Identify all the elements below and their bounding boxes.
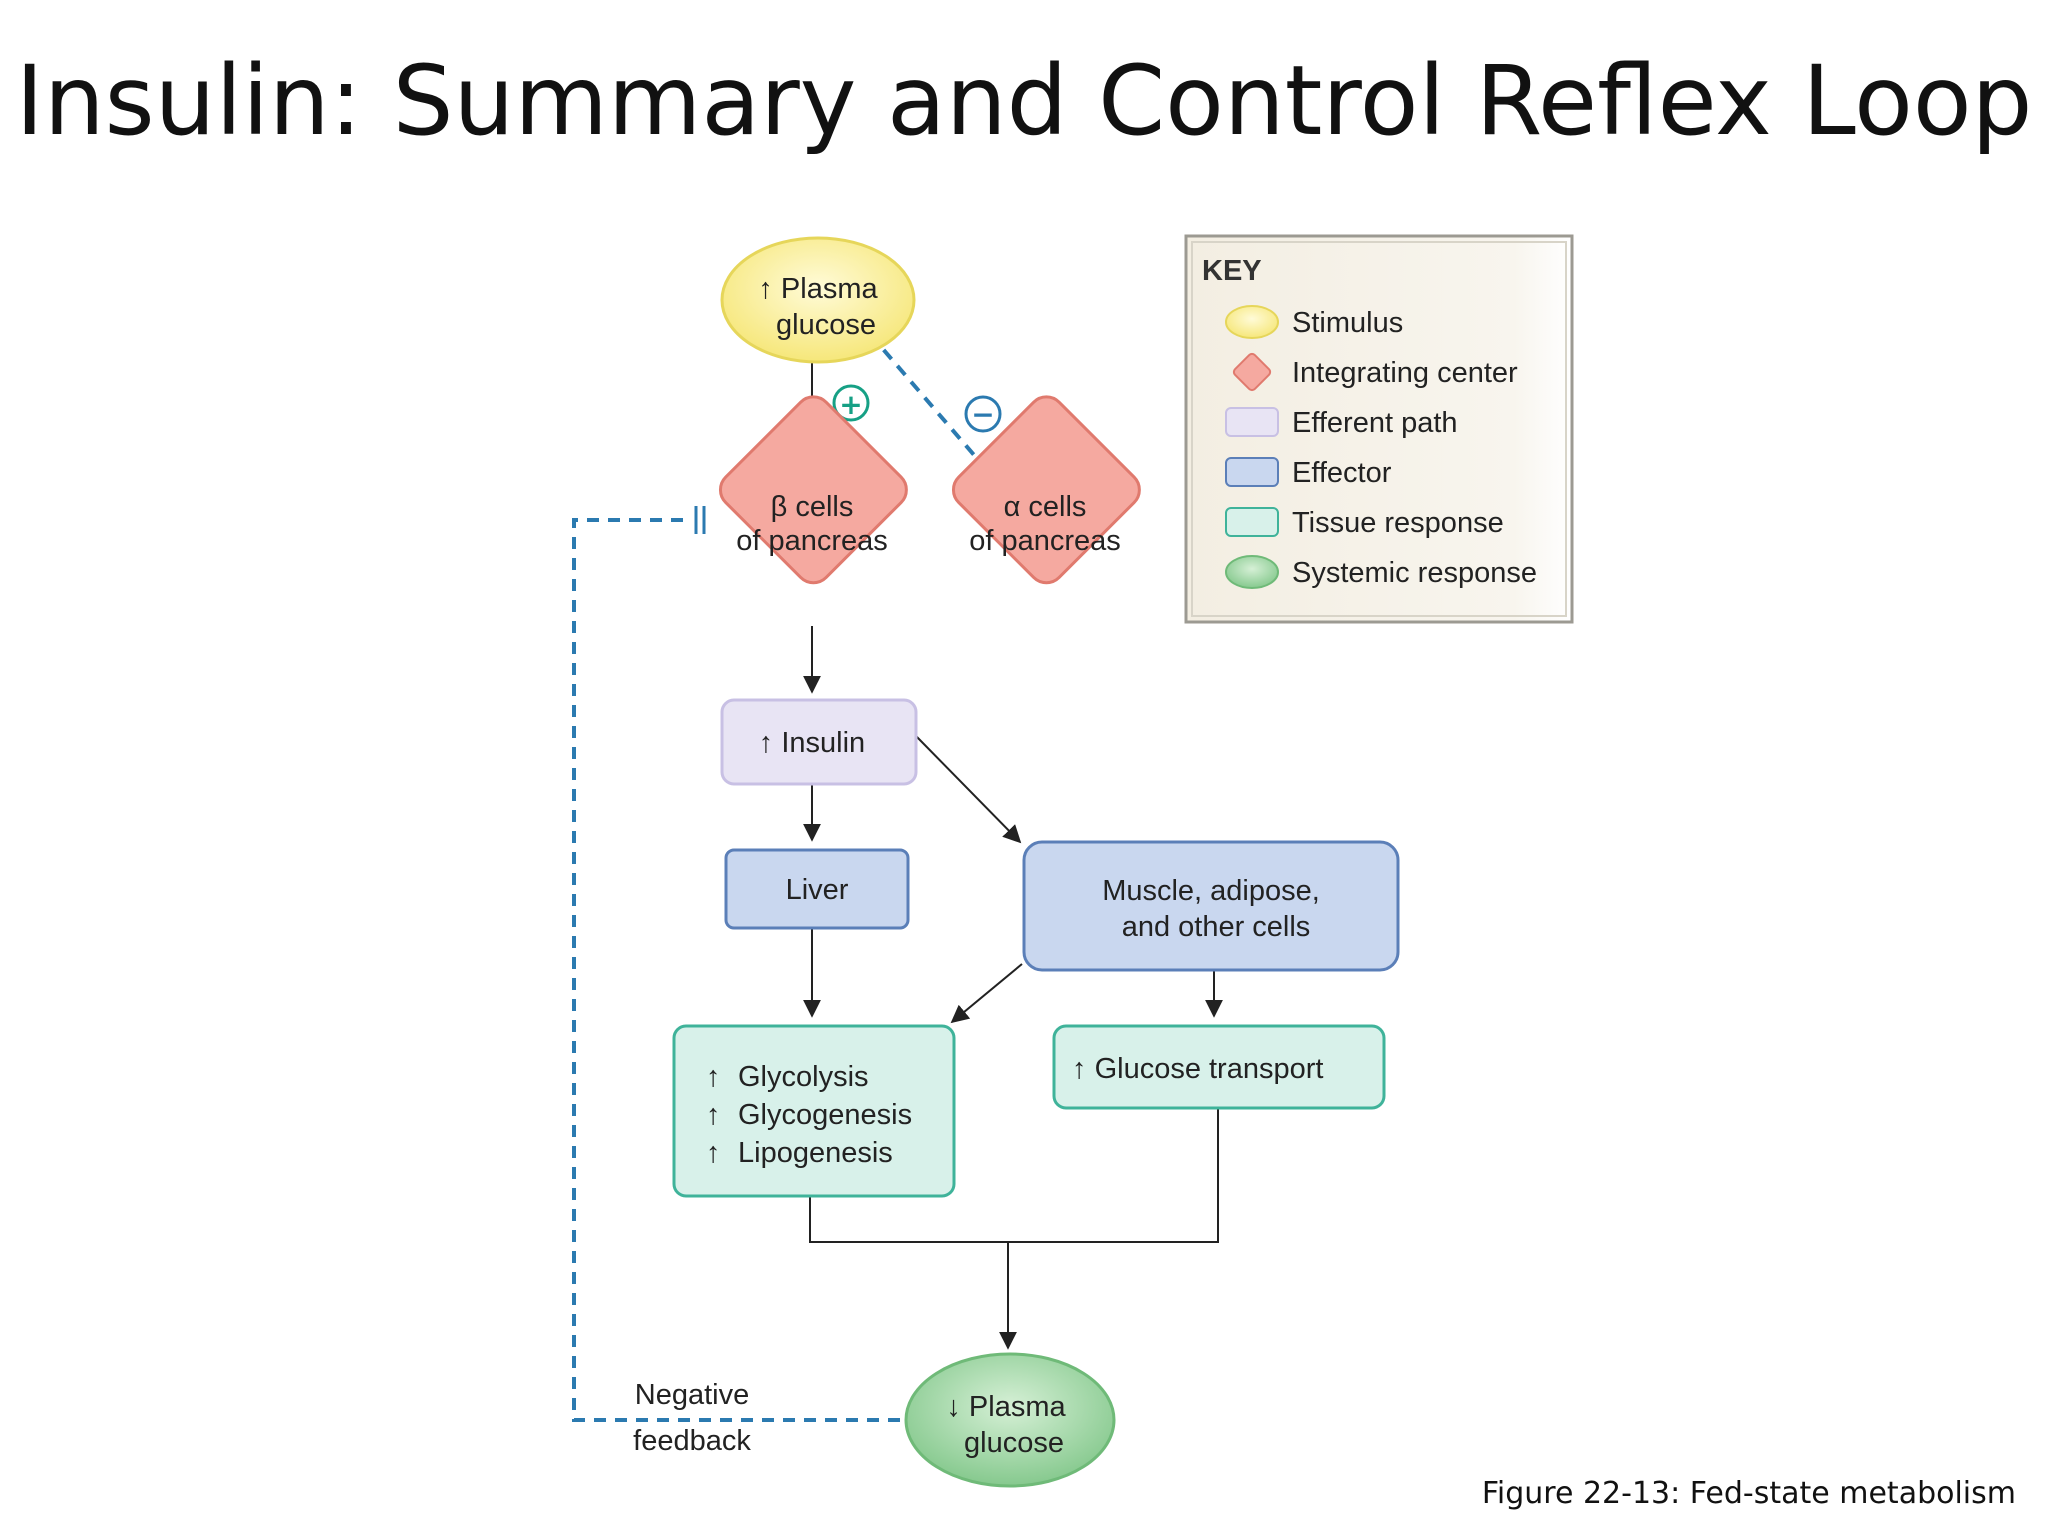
alpha-line1: α cells (1004, 491, 1087, 523)
liver-node: Liver (724, 848, 910, 930)
systemic-line2: glucose (964, 1427, 1064, 1459)
stimulus-line2: glucose (776, 309, 876, 341)
systemic-arrow: ↓ (946, 1391, 961, 1423)
muscle-line1: Muscle, adipose, (1102, 875, 1320, 907)
insulin-arrow: ↑ (759, 727, 774, 759)
key-efferent-swatch (1225, 407, 1279, 437)
glucose-transport-label: Glucose transport (1095, 1053, 1324, 1085)
key-efferent-label: Efferent path (1292, 407, 1458, 439)
dashed-paths (572, 332, 982, 1422)
feedback-line2: feedback (633, 1425, 751, 1457)
figure-caption: Figure 22-13: Fed-state metabolism (1481, 1476, 2016, 1511)
stimulus-line1: Plasma (781, 273, 879, 305)
glycolysis-arrow: ↑ (706, 1061, 721, 1093)
glycolysis-label: Glycolysis (738, 1061, 869, 1093)
key-systemic-label: Systemic response (1292, 557, 1537, 589)
arrow-muscle-to-tissue (950, 963, 1023, 1024)
alpha-line2: of pancreas (969, 525, 1121, 557)
systemic-line1: Plasma (969, 1391, 1067, 1423)
key-stimulus-swatch (1225, 305, 1279, 339)
key-tissue-swatch (1225, 507, 1279, 537)
key-title: KEY (1202, 255, 1262, 287)
connectors (803, 362, 1223, 1350)
key-tissue-label: Tissue response (1292, 507, 1504, 539)
key-integrating-swatch (1232, 352, 1272, 392)
glycogenesis-arrow: ↑ (706, 1099, 721, 1131)
key-effector-label: Effector (1292, 457, 1392, 489)
inhibition-stimulus-to-alpha (868, 332, 982, 464)
key-legend: KEY Stimulus Integrating center Efferent… (1184, 234, 1574, 624)
muscle-line2: and other cells (1122, 911, 1311, 943)
arrow-insulin-to-muscle (915, 735, 1022, 844)
muscle-node: Muscle, adipose, and other cells (1022, 840, 1400, 972)
stimulus-arrow: ↑ (758, 273, 773, 305)
lipogenesis-arrow: ↑ (706, 1137, 721, 1169)
glucose-transport-node: ↑ Glucose transport (1052, 1024, 1386, 1110)
negative-feedback-label: Negative feedback (633, 1379, 751, 1457)
minus-sign: − (964, 395, 1002, 433)
lipogenesis-label: Lipogenesis (738, 1137, 893, 1169)
stimulus-node: ↑ Plasma glucose (720, 236, 916, 364)
insulin-text: ↑ Insulin (759, 727, 865, 759)
stimulus-text: ↑ Plasma (758, 273, 878, 305)
beta-line2: of pancreas (736, 525, 888, 557)
liver-tissue-response: ↑ Glycolysis ↑ Glycogenesis ↑ Lipogenesi… (672, 1024, 956, 1198)
insulin-label: Insulin (781, 727, 865, 759)
plus-sign: + (832, 384, 870, 422)
feedback-line1: Negative (635, 1379, 749, 1411)
beta-cells-node: β cells of pancreas (718, 395, 908, 585)
key-effector-swatch (1225, 457, 1279, 487)
key-integrating-label: Integrating center (1292, 357, 1518, 389)
systemic-text: ↓ Plasma (946, 1391, 1066, 1423)
glucose-transport-arrow: ↑ (1072, 1053, 1087, 1085)
alpha-cells-node: α cells of pancreas (951, 395, 1141, 585)
key-systemic-swatch (1225, 555, 1279, 589)
liver-label: Liver (786, 874, 849, 906)
negative-feedback-path (572, 518, 900, 1422)
glycogenesis-label: Glycogenesis (738, 1099, 912, 1131)
merge-line (809, 1108, 1219, 1243)
systemic-response-node: ↓ Plasma glucose (904, 1352, 1116, 1488)
insulin-node: ↑ Insulin (720, 698, 918, 786)
beta-line1: β cells (771, 491, 854, 523)
minus-sign-label: − (971, 398, 994, 431)
plus-sign-label: + (839, 388, 862, 421)
slide-title: Insulin: Summary and Control Reflex Loop (15, 45, 2033, 157)
key-stimulus-label: Stimulus (1292, 307, 1403, 339)
glucose-transport-text: ↑ Glucose transport (1072, 1053, 1323, 1085)
